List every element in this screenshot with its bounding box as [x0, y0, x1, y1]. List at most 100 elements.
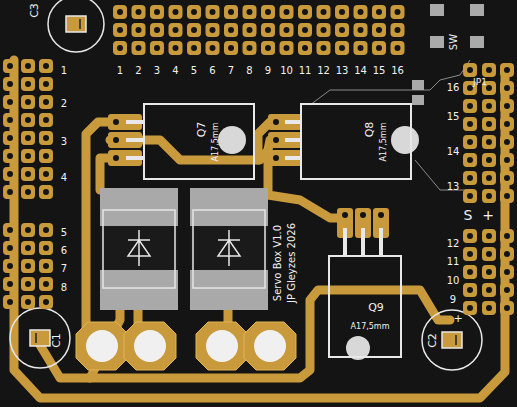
pad	[482, 153, 496, 167]
pad-hole	[504, 157, 510, 163]
pad-hole	[504, 139, 510, 145]
pad-hole	[228, 45, 234, 51]
diode-band	[100, 226, 178, 270]
pad	[500, 283, 514, 297]
switch	[412, 4, 484, 105]
pad	[132, 41, 146, 55]
header-pads	[3, 5, 514, 315]
pad	[482, 63, 496, 77]
pad-hole	[321, 45, 327, 51]
pad-hole	[43, 189, 49, 195]
pad	[187, 41, 201, 55]
pad-hole	[25, 117, 31, 123]
pad	[463, 189, 477, 203]
pad	[39, 95, 53, 109]
pad-hole	[7, 81, 13, 87]
pad	[463, 265, 477, 279]
pad-hole	[486, 233, 492, 239]
pad-hole	[136, 9, 142, 15]
pad	[21, 77, 35, 91]
pad-hole	[486, 67, 492, 73]
pad	[39, 277, 53, 291]
pad-hole	[486, 103, 492, 109]
silkscreen-label: 7	[228, 66, 234, 76]
pad-hole	[25, 227, 31, 233]
pad	[3, 113, 17, 127]
pad-hole	[486, 175, 492, 181]
pad	[391, 23, 405, 37]
pad	[372, 5, 386, 19]
pad-hole	[504, 193, 510, 199]
pad	[482, 171, 496, 185]
silkscreen-label: 5	[61, 228, 67, 238]
silkscreen-label: 10	[280, 66, 293, 76]
silkscreen-label: C2	[427, 333, 438, 348]
silkscreen-label: 6	[209, 66, 215, 76]
pad-hole	[136, 45, 142, 51]
pad	[463, 63, 477, 77]
pad	[482, 189, 496, 203]
pad	[500, 265, 514, 279]
pad	[261, 23, 275, 37]
pad	[39, 149, 53, 163]
pad-hole	[25, 299, 31, 305]
pad-hole	[210, 9, 216, 15]
pad-hole	[228, 27, 234, 33]
pad	[206, 23, 220, 37]
pad-hole	[7, 227, 13, 233]
pad-hole	[467, 305, 473, 311]
pad	[3, 241, 17, 255]
pad-hole	[467, 269, 473, 275]
pad	[463, 247, 477, 261]
pad-hole	[376, 9, 382, 15]
pad-hole	[265, 27, 271, 33]
pad	[243, 5, 257, 19]
silkscreen-label: 15	[373, 66, 386, 76]
pad	[39, 131, 53, 145]
pad-hole	[486, 251, 492, 257]
pad	[3, 131, 17, 145]
pad	[39, 295, 53, 309]
pad	[224, 23, 238, 37]
pad-hole	[43, 227, 49, 233]
pad	[21, 95, 35, 109]
pad-hole	[154, 27, 160, 33]
power-terminals	[76, 322, 296, 370]
pad	[39, 185, 53, 199]
pad	[391, 5, 405, 19]
pad-hole	[43, 171, 49, 177]
pad-hole	[467, 175, 473, 181]
pad-hole	[504, 233, 510, 239]
pad-hole	[321, 27, 327, 33]
pad-hole	[358, 27, 364, 33]
pad	[280, 23, 294, 37]
pad	[21, 185, 35, 199]
pad	[500, 81, 514, 95]
pad-hole	[302, 27, 308, 33]
pad-hole	[321, 9, 327, 15]
transistor-leads	[108, 114, 389, 256]
pad-hole	[25, 99, 31, 105]
pad-hole	[486, 269, 492, 275]
silkscreen-label: 12	[447, 239, 460, 249]
silkscreen-label: 14	[447, 147, 460, 157]
trace	[268, 158, 345, 218]
pad	[500, 153, 514, 167]
pad	[224, 5, 238, 19]
pad-hole	[504, 269, 510, 275]
pad-hole	[376, 45, 382, 51]
silkscreen-label: +	[453, 313, 462, 324]
pad-hole	[302, 45, 308, 51]
pad-hole	[467, 251, 473, 257]
pad	[169, 41, 183, 55]
pad-hole	[247, 27, 253, 33]
silkscreen-label: SW	[449, 34, 459, 50]
silkscreen-label: 14	[354, 66, 367, 76]
pad	[150, 23, 164, 37]
pad-hole	[486, 139, 492, 145]
pad-hole	[7, 117, 13, 123]
pad-hole	[467, 193, 473, 199]
diode-body	[100, 188, 178, 310]
pad	[3, 77, 17, 91]
